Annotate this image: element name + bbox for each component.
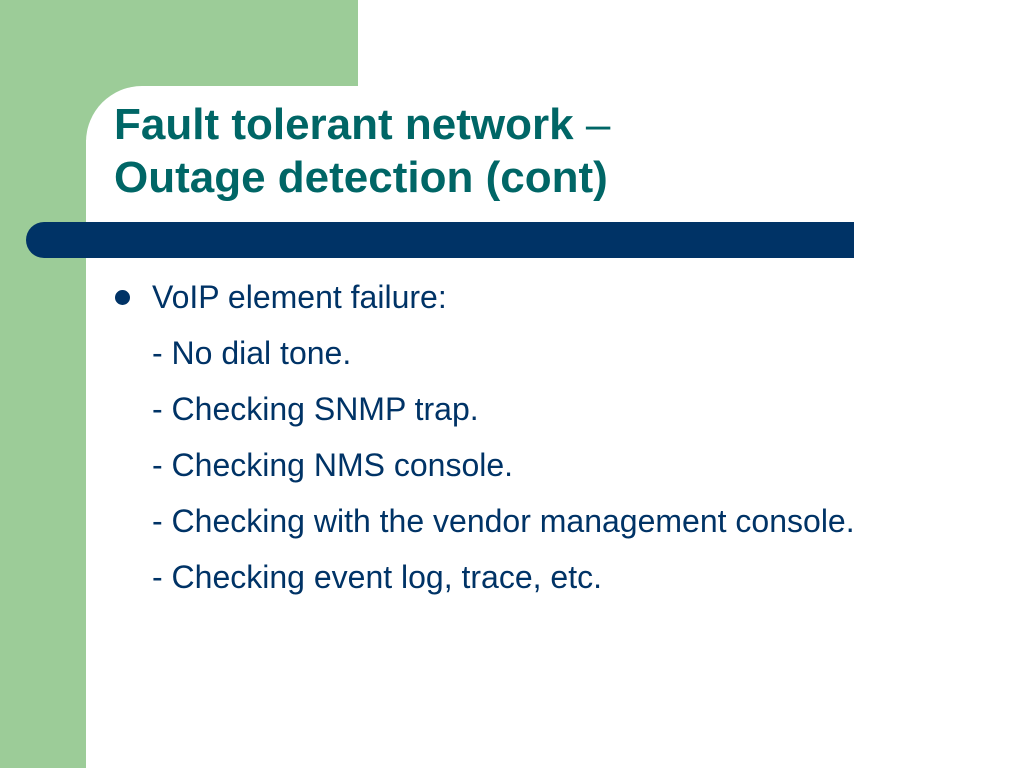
title-divider-bar bbox=[26, 222, 854, 258]
title-line-2: Outage detection (cont) bbox=[114, 153, 608, 202]
content-panel bbox=[86, 86, 1024, 768]
title-text-1: Fault tolerant network bbox=[114, 100, 574, 149]
bullet-item: VoIP element failure: bbox=[112, 274, 902, 320]
bullet-icon bbox=[115, 290, 130, 305]
sub-item-5: - Checking event log, trace, etc. bbox=[152, 559, 602, 595]
slide-body: VoIP element failure: - No dial tone. - … bbox=[112, 274, 902, 600]
sub-item-1: - No dial tone. bbox=[152, 335, 352, 371]
slide-title: Fault tolerant network – Outage detectio… bbox=[114, 98, 874, 204]
sub-item-4: - Checking with the vendor management co… bbox=[152, 503, 855, 539]
title-line-1: Fault tolerant network – bbox=[114, 98, 874, 151]
sub-item-3: - Checking NMS console. bbox=[152, 447, 514, 483]
title-dash: – bbox=[573, 100, 611, 149]
sub-item-2: - Checking SNMP trap. bbox=[152, 391, 479, 427]
bullet-text: VoIP element failure: bbox=[152, 279, 447, 315]
